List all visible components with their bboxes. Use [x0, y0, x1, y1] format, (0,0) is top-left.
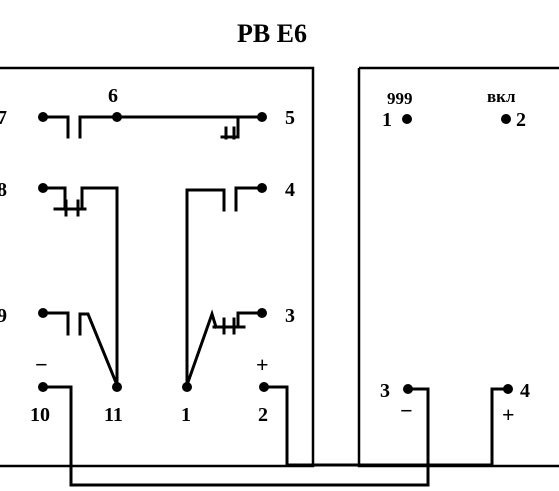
relay-pin-label-7: 7	[0, 107, 7, 129]
relay-pin-label-8: 8	[0, 179, 7, 201]
contact-4-common	[185, 188, 226, 387]
relay-pin-6	[112, 112, 122, 122]
relay-pin-label-5: 5	[285, 107, 295, 129]
contact-4-no	[222, 186, 264, 212]
module-label-999: 999	[387, 89, 413, 108]
module-pin-label-3: 3	[380, 380, 390, 402]
relay-pin-label-10: 10	[30, 404, 50, 426]
relay-pin-label-9: 9	[0, 305, 7, 327]
contact-9-no	[41, 311, 82, 336]
wire-relay2-to-module4	[262, 385, 510, 467]
relay-pin-label-1: 1	[181, 404, 191, 426]
contact-6-arm	[78, 115, 262, 139]
module-label-vkl: вкл	[487, 87, 516, 106]
module-pin-label-2: 2	[516, 109, 526, 131]
contact-7-lead	[41, 115, 70, 139]
relay-pin-label-2: 2	[258, 404, 268, 426]
relay-pin-label-6: 6	[108, 85, 118, 107]
relay-pin-1	[182, 382, 192, 392]
wire-relay10-to-module3	[41, 385, 430, 487]
module-pin-label-1: 1	[382, 109, 392, 131]
relay-plus-sign: +	[256, 352, 269, 377]
relay-pin-label-3: 3	[285, 305, 295, 327]
module-pin-1	[402, 114, 412, 124]
module-minus-sign: −	[400, 398, 413, 423]
relay-pin-5	[257, 112, 267, 122]
module-pin-2	[501, 114, 511, 124]
relay-pin-11	[112, 382, 122, 392]
contact-8-common	[80, 186, 119, 387]
module-plus-sign: +	[502, 402, 515, 427]
contact-9-common	[78, 312, 119, 387]
contact-8-nc	[41, 186, 87, 217]
contact-3-common	[185, 309, 218, 387]
contact-3-nc	[212, 311, 264, 335]
relay-pin-label-4: 4	[285, 179, 295, 201]
module-pin-label-4: 4	[520, 380, 530, 402]
diagram-title: РВ Е6	[237, 19, 307, 48]
relay-pin-label-11: 11	[104, 404, 123, 426]
relay-housing	[0, 66, 315, 468]
contact-6-5-nc	[220, 115, 240, 140]
relay-minus-sign: −	[35, 352, 48, 377]
